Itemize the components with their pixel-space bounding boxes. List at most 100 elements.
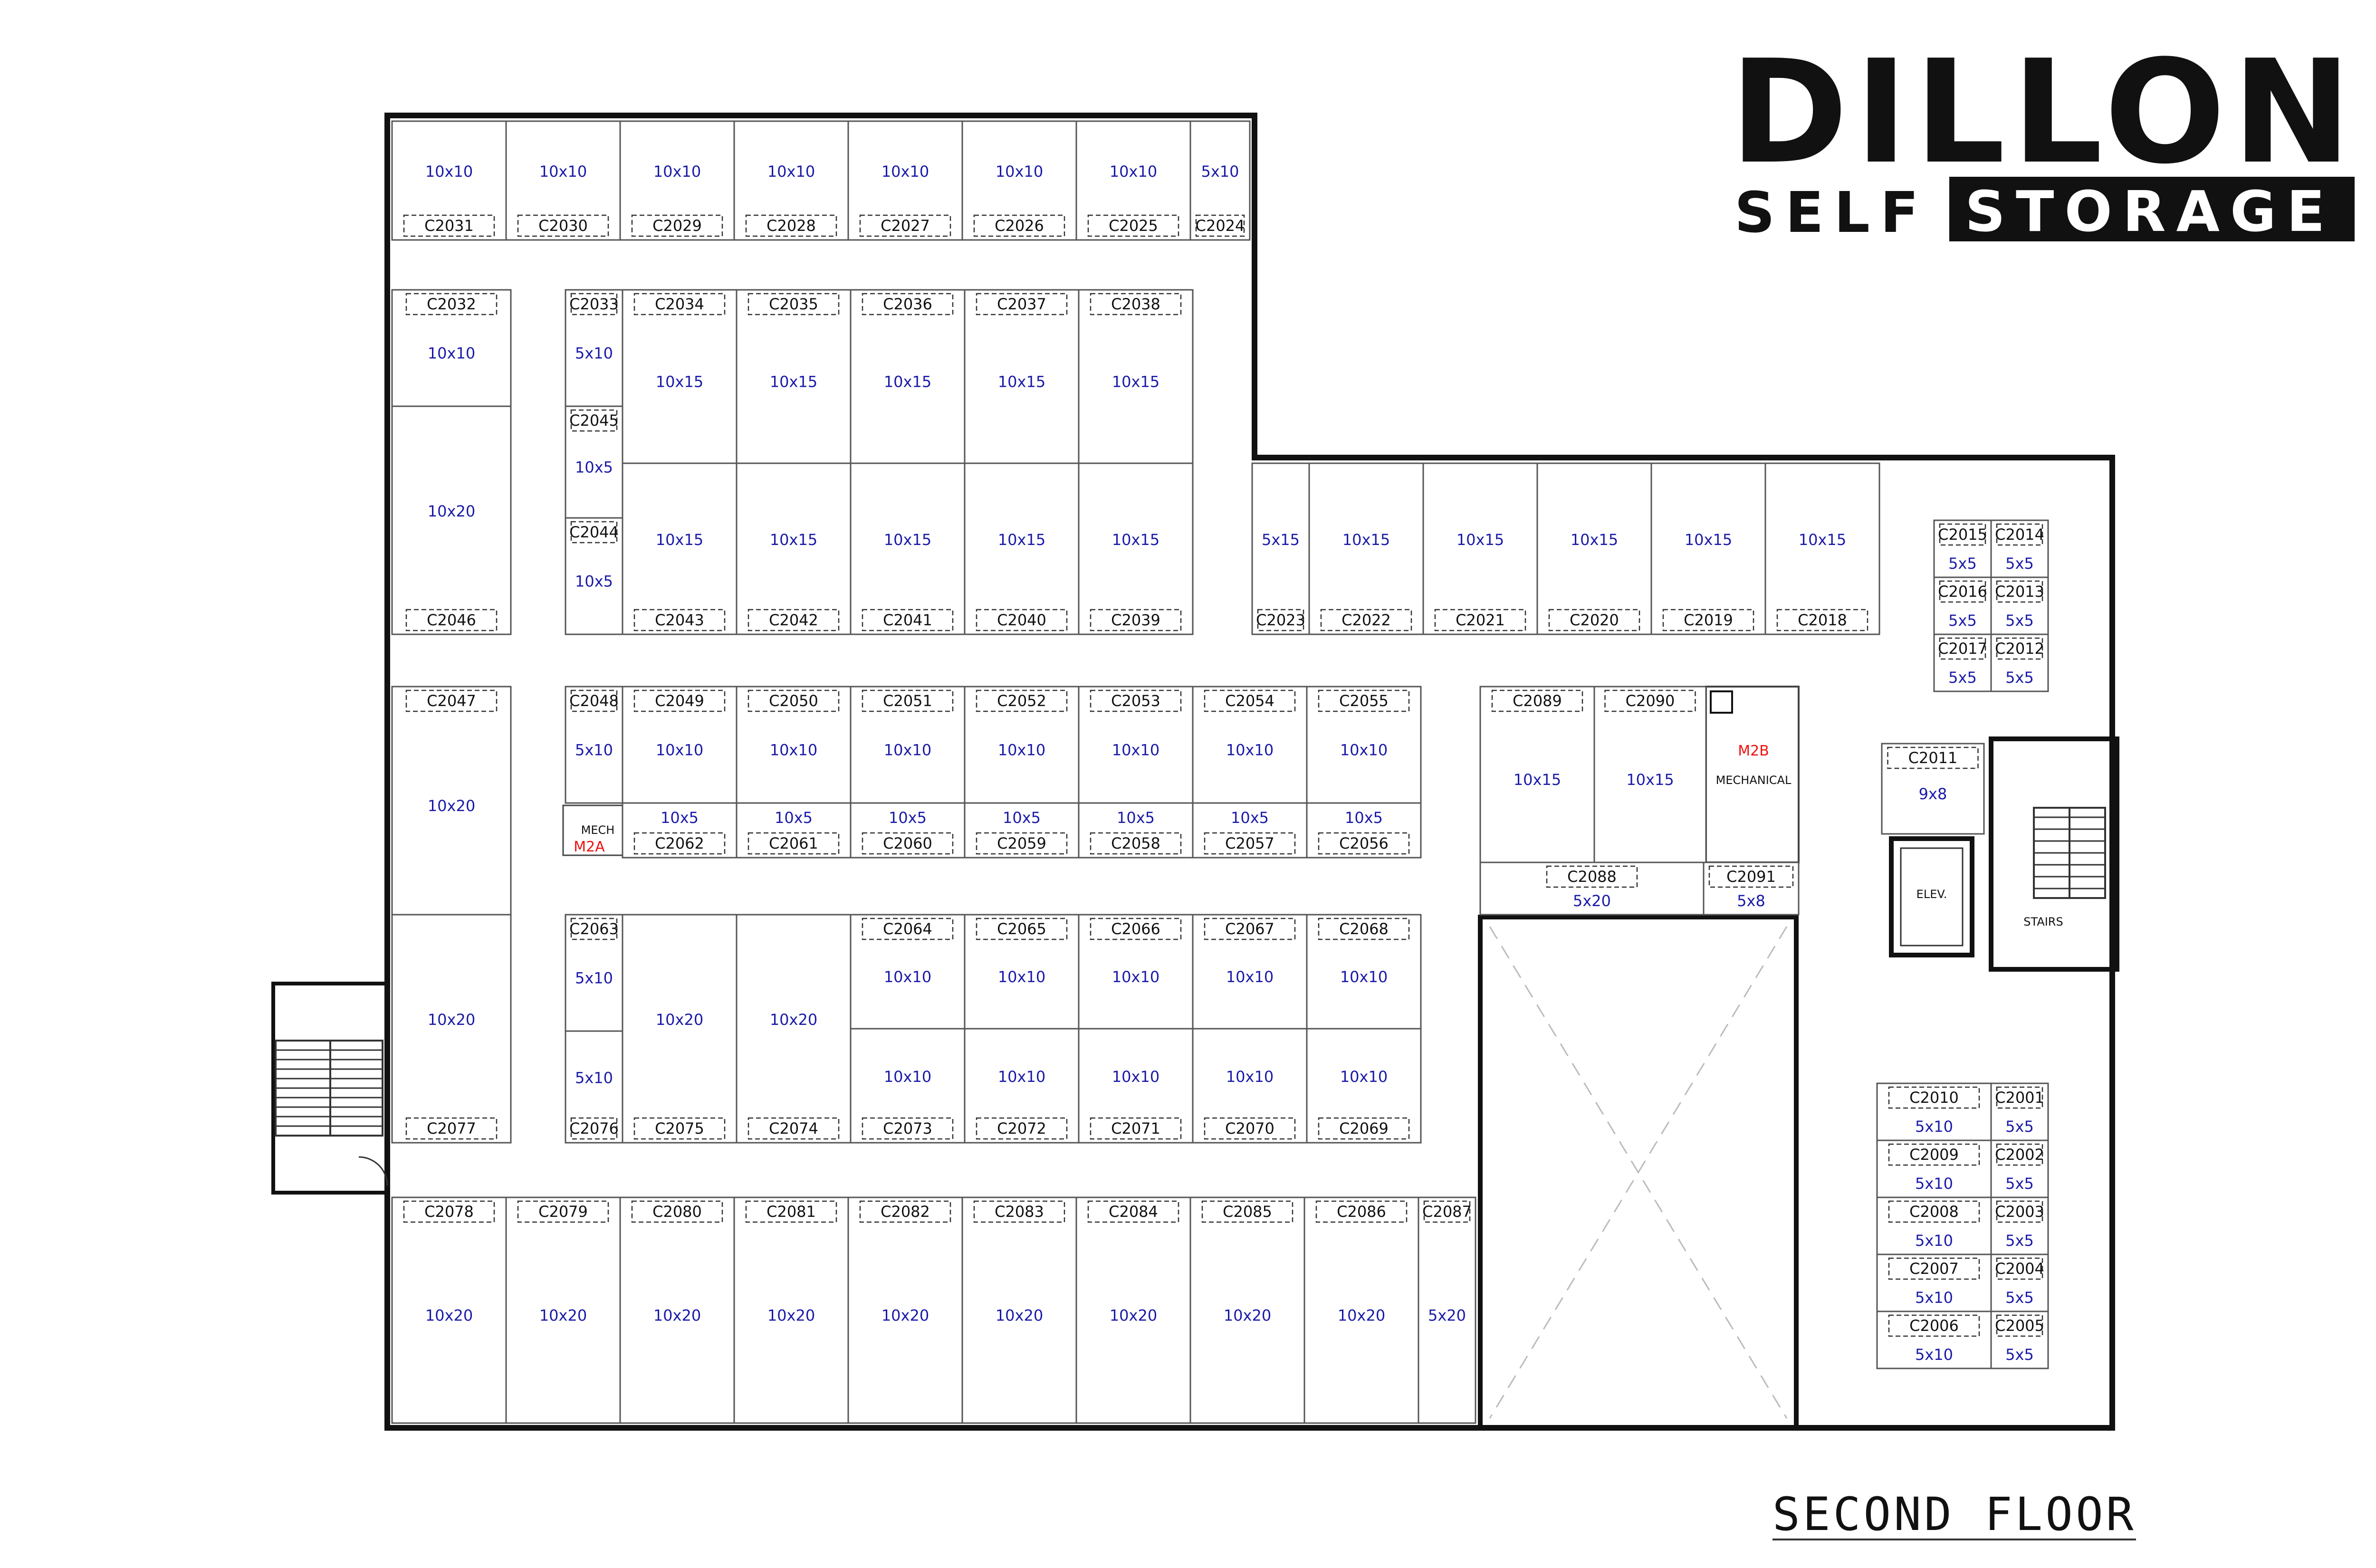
unit-size: 5x20 (1428, 1307, 1466, 1325)
unit-outline (1933, 576, 1992, 635)
unit-door-marker (1996, 1086, 2043, 1109)
unit-size: 10x15 (998, 373, 1045, 391)
unit-size: 10x20 (428, 1011, 475, 1029)
unit-id: C2073 (883, 1119, 932, 1138)
unit-outline (565, 289, 623, 407)
unit-size: 10x15 (770, 531, 817, 549)
unit-id: C2044 (569, 523, 619, 541)
